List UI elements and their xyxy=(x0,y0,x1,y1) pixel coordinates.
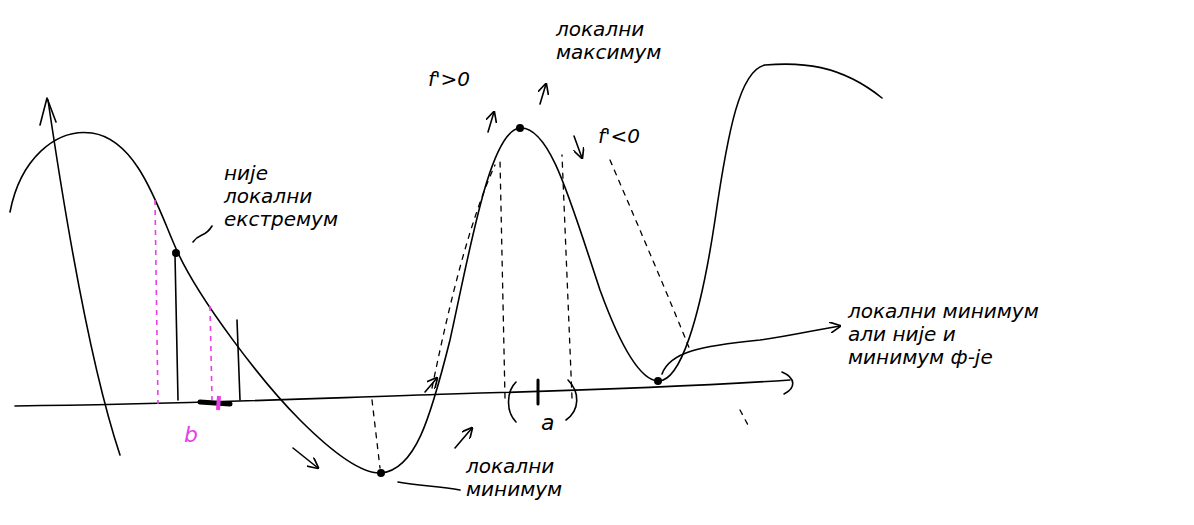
note-text: локални максимум xyxy=(556,18,661,64)
point-label: a xyxy=(541,410,554,435)
graph-point xyxy=(654,377,662,385)
direction-arrow xyxy=(488,112,494,132)
direction-arrow xyxy=(540,84,546,104)
y-axis-arrow xyxy=(40,98,56,125)
interval-bracket xyxy=(566,380,577,420)
interval-bracket xyxy=(509,382,517,422)
y-axis xyxy=(48,100,120,455)
graph-point xyxy=(377,469,385,477)
dashed-guide xyxy=(372,400,380,468)
note-text: није локални екстремум xyxy=(224,162,338,231)
pink-guide xyxy=(210,306,212,400)
derivative-note: f'>0 xyxy=(428,68,470,91)
graph-point xyxy=(516,124,524,132)
direction-arrow xyxy=(293,448,318,468)
function-curve xyxy=(10,64,882,473)
derivative-note: f'<0 xyxy=(598,125,640,148)
pink-guide xyxy=(155,200,158,404)
leader-line xyxy=(662,326,840,374)
note-text: локални минимум xyxy=(466,455,562,501)
leader-line xyxy=(193,226,212,242)
direction-arrow xyxy=(425,378,437,392)
note-text: локални минимум али није и минимум ф-је xyxy=(848,300,1058,369)
direction-arrow xyxy=(574,136,582,158)
dashed-guide xyxy=(562,155,572,398)
x-axis xyxy=(15,380,790,406)
dashed-guide xyxy=(432,165,495,388)
x-mark xyxy=(200,402,230,404)
interval-tick xyxy=(537,380,540,404)
dashed-guide xyxy=(740,410,748,425)
dashed-guide xyxy=(610,160,690,350)
graph-point xyxy=(172,249,180,257)
x-axis-end xyxy=(782,372,793,394)
guide-line xyxy=(237,320,240,400)
leader-line xyxy=(398,482,460,490)
guide-line xyxy=(175,255,178,400)
point-label: b xyxy=(184,422,198,447)
dashed-guide xyxy=(500,160,505,398)
direction-arrow xyxy=(455,428,472,448)
pink-mark xyxy=(218,396,219,410)
